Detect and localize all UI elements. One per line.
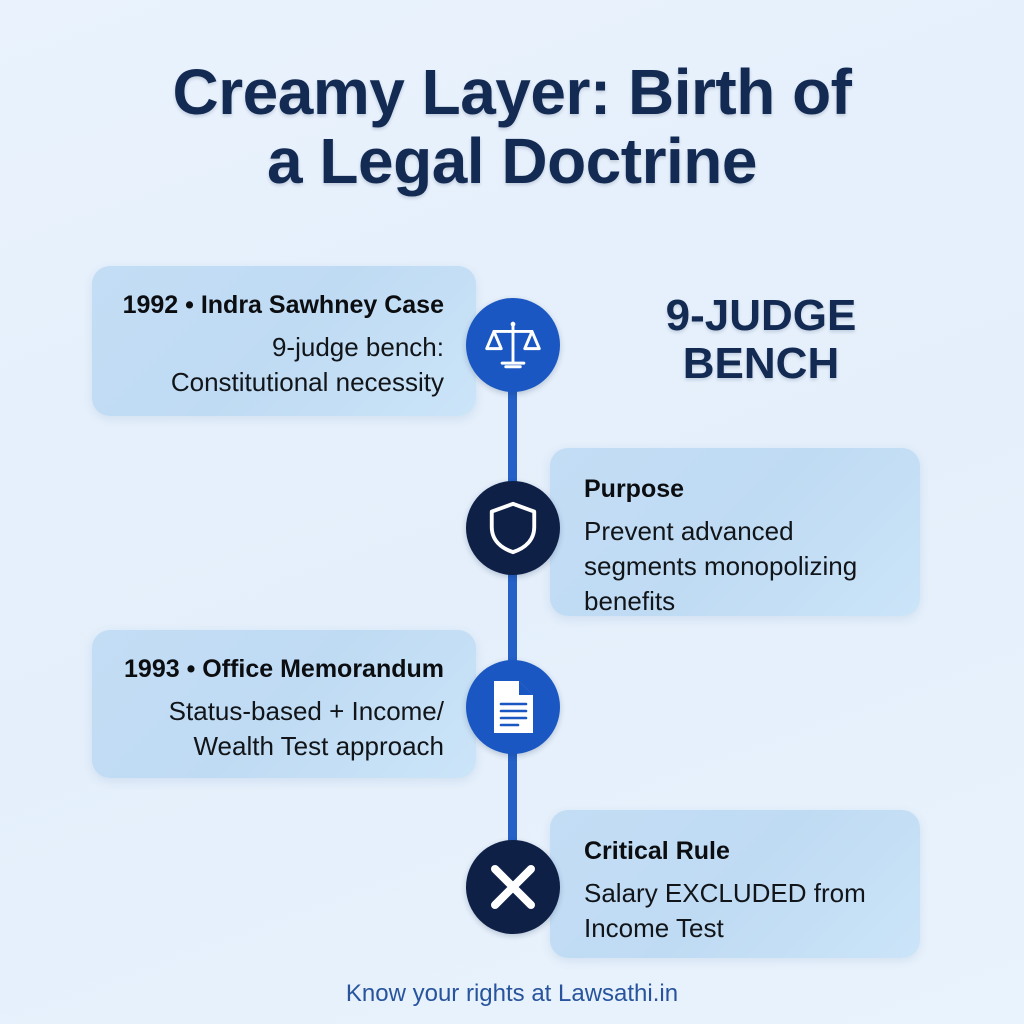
card-body: Status-based + Income/ Wealth Test appro…	[168, 696, 444, 762]
timeline-card-critical-rule: Critical Rule Salary EXCLUDED from Incom…	[550, 810, 920, 958]
timeline-node-document	[466, 660, 560, 754]
card-body: Salary EXCLUDED from Income Test	[584, 878, 866, 944]
page-title-line-1: Creamy Layer: Birth of	[172, 56, 852, 128]
timeline-spine	[508, 345, 517, 885]
page-title-line-2: a Legal Doctrine	[267, 125, 757, 198]
judge-bench-callout: 9-JUDGE BENCH	[596, 291, 926, 389]
timeline-card-purpose: Purpose Prevent advanced segments monopo…	[550, 448, 920, 616]
callout-line-1: 9-JUDGE	[665, 291, 857, 340]
card-body: 9-judge bench: Constitutional necessity	[170, 332, 444, 398]
card-heading: Purpose	[584, 475, 685, 503]
page-title: Creamy Layer: Birth of a Legal Doctrine	[62, 56, 962, 198]
card-heading: 1993 • Office Memorandum	[124, 655, 444, 683]
timeline-node-shield	[466, 481, 560, 575]
card-heading: Critical Rule	[584, 837, 730, 865]
timeline-card-office-memorandum: 1993 • Office Memorandum Status-based + …	[92, 630, 476, 778]
card-heading: 1992 • Indra Sawhney Case	[122, 291, 444, 319]
timeline-node-scales	[466, 298, 560, 392]
footer-attribution: Know your rights at Lawsathi.in	[345, 980, 679, 1007]
card-body: Prevent advanced segments monopolizing b…	[584, 516, 858, 617]
callout-line-2: BENCH	[682, 339, 840, 389]
shield-icon	[487, 500, 539, 556]
timeline-node-cross	[466, 840, 560, 934]
cross-x-icon	[486, 860, 540, 914]
document-icon	[488, 678, 538, 736]
scales-of-justice-icon	[484, 316, 542, 374]
timeline-card-indra-sawhney: 1992 • Indra Sawhney Case 9-judge bench:…	[92, 266, 476, 416]
